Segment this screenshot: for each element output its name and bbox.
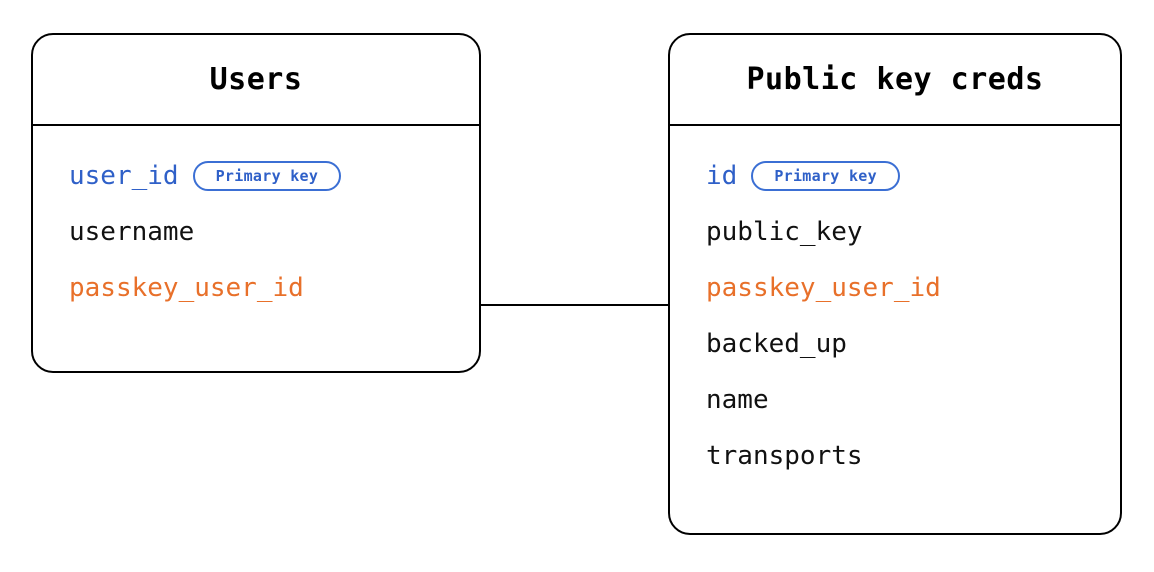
- field-name-backed-up: backed_up: [706, 329, 847, 359]
- field-row-transports[interactable]: transports: [706, 428, 1100, 484]
- field-row-username[interactable]: username: [69, 204, 459, 260]
- entity-public-key-creds-title: Public key creds: [746, 61, 1044, 97]
- field-row-passkey-user-id[interactable]: passkey_user_id: [69, 260, 459, 316]
- field-name-user-id: user_id: [69, 161, 179, 191]
- field-row-id[interactable]: id Primary key: [706, 148, 1100, 204]
- field-name-username: username: [69, 217, 195, 247]
- primary-key-badge-label: Primary key: [774, 166, 877, 185]
- field-row-user-id[interactable]: user_id Primary key: [69, 148, 459, 204]
- field-name-public-key: public_key: [706, 217, 863, 247]
- field-row-passkey-user-id[interactable]: passkey_user_id: [706, 260, 1100, 316]
- entity-public-key-creds-field-list: id Primary key public_key passkey_user_i…: [670, 126, 1120, 484]
- relationship-connector-line[interactable]: [480, 304, 670, 306]
- primary-key-badge: Primary key: [751, 161, 900, 191]
- entity-public-key-creds[interactable]: Public key creds id Primary key public_k…: [668, 33, 1122, 535]
- field-name-passkey-user-id: passkey_user_id: [706, 273, 941, 303]
- field-name-passkey-user-id: passkey_user_id: [69, 273, 304, 303]
- primary-key-badge: Primary key: [192, 161, 342, 191]
- field-row-public-key[interactable]: public_key: [706, 204, 1100, 260]
- field-name-id: id: [706, 161, 738, 191]
- entity-users-header: Users: [33, 35, 479, 126]
- field-row-backed-up[interactable]: backed_up: [706, 316, 1100, 372]
- field-name-name: name: [706, 385, 769, 415]
- entity-users-title: Users: [209, 61, 303, 97]
- entity-public-key-creds-header: Public key creds: [670, 35, 1120, 126]
- primary-key-badge-label: Primary key: [215, 166, 319, 185]
- field-name-transports: transports: [706, 441, 863, 471]
- entity-users-field-list: user_id Primary key username passkey_use…: [33, 126, 479, 316]
- entity-users[interactable]: Users user_id Primary key username passk…: [31, 33, 481, 373]
- field-row-name[interactable]: name: [706, 372, 1100, 428]
